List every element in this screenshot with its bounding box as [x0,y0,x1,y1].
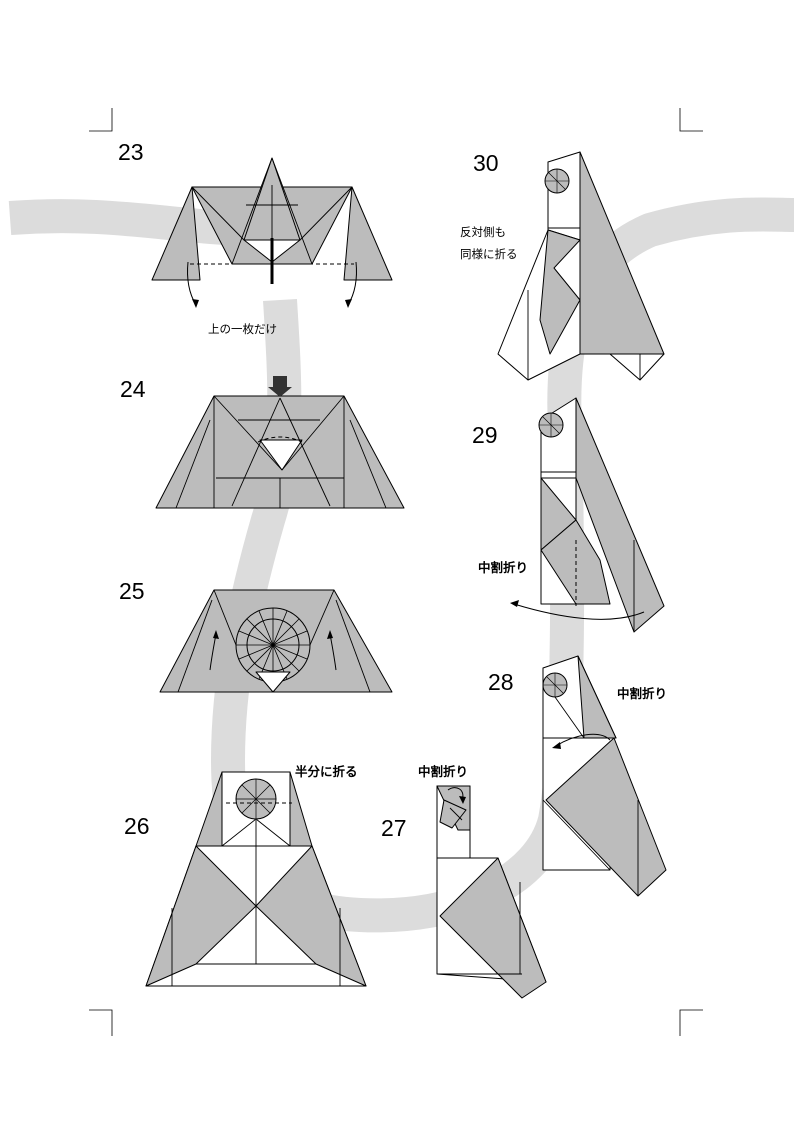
step-28-note: 中割折り [617,686,667,701]
step-25-number: 25 [119,578,145,604]
step-26-figure: 26 半分に折る [124,764,367,987]
step-28-number: 28 [488,669,514,695]
push-arrow-icon [268,376,292,397]
step-27-note: 中割折り [418,764,468,779]
step-25-rays [236,608,310,682]
step-26-number: 26 [124,813,150,839]
flow-path-band [8,197,794,933]
crop-marks [89,108,703,1036]
step-23-number: 23 [118,139,144,165]
step-30-number: 30 [473,150,499,176]
step-23-note: 上の一枚だけ [208,322,277,336]
step-30-note-line1: 反対側も [460,225,506,239]
step-30-figure: 30 反対側も 同様に折る [460,150,665,381]
step-23-figure: 23 上の一枚だけ [118,139,393,336]
step-30-note-line2: 同様に折る [460,247,518,261]
step-29-note: 中割折り [478,560,528,575]
step-24-figure: 24 [120,376,405,509]
step-26-note: 半分に折る [295,764,358,779]
step-29-figure: 29 中割折り [472,397,665,633]
step-24-number: 24 [120,376,146,402]
step-27-figure: 27 中割折り [381,764,547,999]
step-27-number: 27 [381,815,407,841]
step-25-figure: 25 [119,578,393,693]
step-29-number: 29 [472,422,498,448]
step-28-figure: 28 中割折り [488,655,667,897]
